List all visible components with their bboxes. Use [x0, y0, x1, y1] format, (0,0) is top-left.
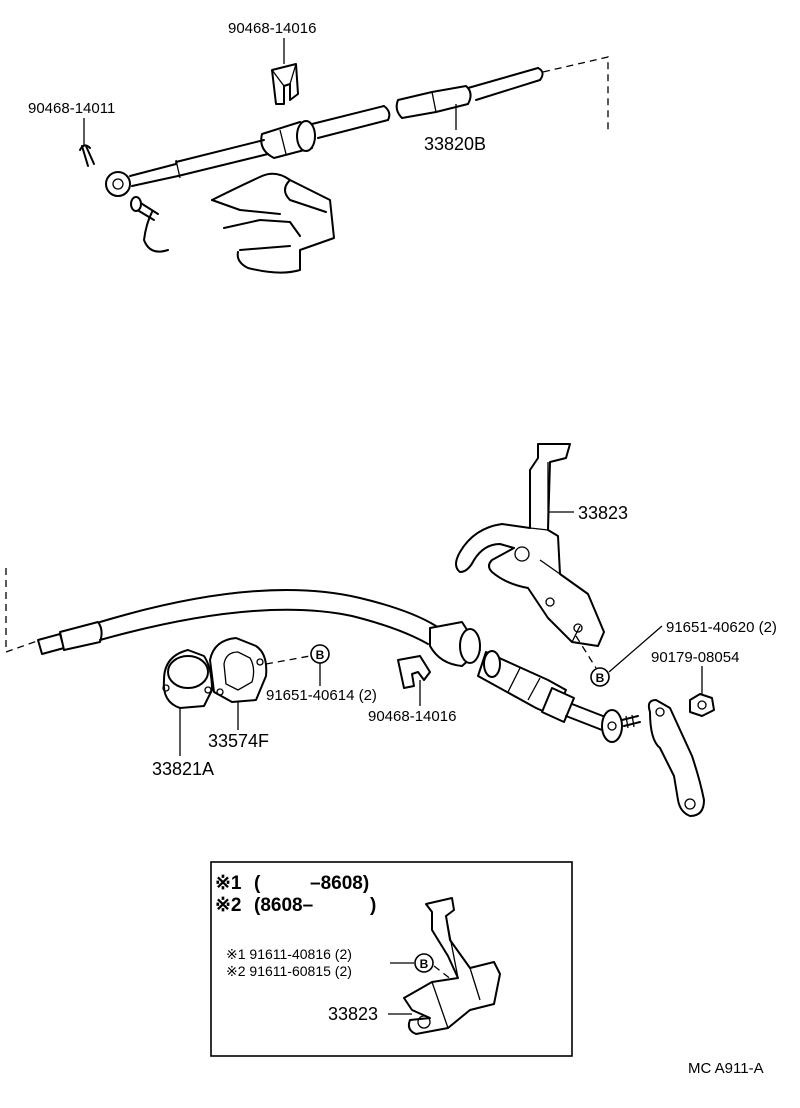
label-bolt-right: 91651-40620 (2) [666, 619, 777, 636]
label-bracket: 33823 [578, 503, 628, 523]
inset-variant2-mark: ※2 [215, 895, 242, 916]
marker-b-right-text: B [596, 671, 605, 685]
inset-bracket-icon [403, 897, 501, 1035]
label-retainer: 33821A [152, 759, 214, 779]
clip-top-icon [271, 63, 299, 105]
label-bolt-left: 91651-40614 (2) [266, 687, 377, 704]
inset-variant1-mark: ※1 [215, 873, 242, 894]
bolt-marker-right: B [575, 625, 663, 687]
nut-icon [689, 693, 715, 717]
label-gasket: 33574F [208, 731, 269, 751]
inset-bolt1: ※1 91611-40816 (2) [226, 946, 352, 962]
diagram-code: MC A911-A [688, 1060, 764, 1077]
upper-cable-assembly [79, 38, 609, 274]
label-cable-upper: 33820B [424, 134, 486, 154]
inset-variant1-range: –8608) [310, 873, 369, 894]
label-clip-bottom: 90468-14016 [368, 708, 456, 725]
inset-variant2-close: ) [370, 895, 376, 916]
clip-bottom-icon [397, 655, 431, 689]
label-pin-top: 90468-14011 [28, 100, 115, 117]
lever-icon [647, 699, 705, 817]
bracket-icon [455, 443, 605, 647]
gasket-icon [209, 637, 268, 703]
inset-variant2-range: (8608– [254, 895, 313, 916]
label-clip-top: 90468-14016 [228, 20, 316, 37]
inset-bracket-label: 33823 [328, 1004, 378, 1024]
inset-variant1-open: ( [254, 873, 261, 894]
lower-cable-assembly: B B [5, 443, 715, 817]
label-nut-right: 90179-08054 [651, 649, 739, 666]
marker-b-left-text: B [316, 648, 325, 662]
marker-b-inset-text: B [420, 957, 429, 971]
inset-bolt2: ※2 91611-60815 (2) [226, 963, 352, 979]
inset-panel: B [210, 861, 573, 1057]
retainer-icon [162, 649, 213, 709]
bolt-marker-left: B [265, 644, 330, 686]
cotter-pin-icon [79, 144, 95, 167]
